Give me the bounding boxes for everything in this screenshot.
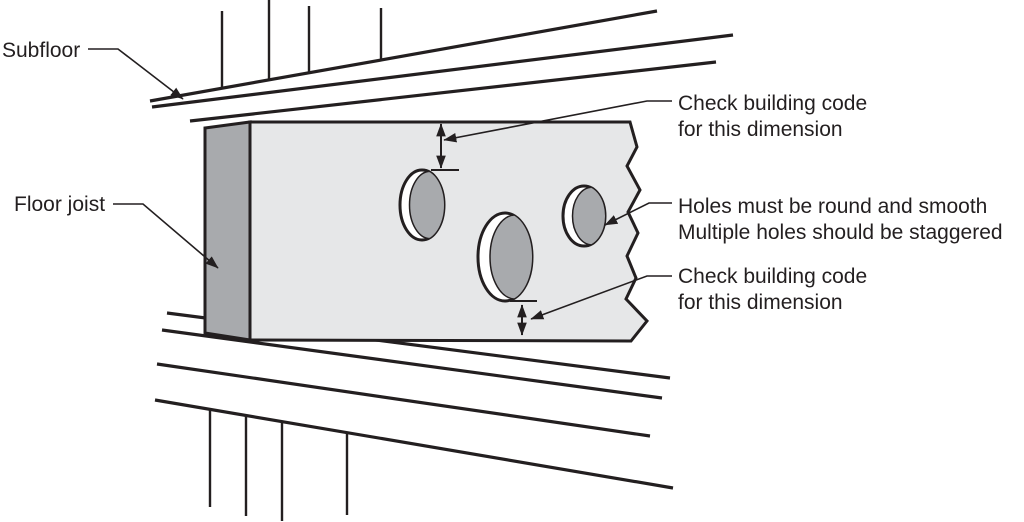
top-dimension-note: Check building code for this dimension	[678, 92, 867, 141]
floor-joist	[203, 120, 649, 343]
top-dimension-leader-arrow	[443, 100, 672, 143]
bottom-dimension-leader-arrow	[530, 275, 672, 320]
joist-front-face	[248, 120, 649, 343]
hole	[398, 168, 446, 242]
lower-board-line	[156, 362, 651, 438]
lower-board-line	[154, 398, 674, 490]
note-line: Check building code	[678, 92, 867, 115]
lower-framing-boards	[154, 311, 674, 521]
holes-note: Holes must be round and smooth Multiple …	[678, 195, 1003, 244]
subfloor-label: Subfloor	[2, 39, 80, 62]
floor-joist-label: Floor joist	[14, 193, 105, 216]
hole	[476, 211, 534, 303]
subfloor-board-line	[189, 60, 717, 123]
subfloor-boards	[149, 0, 734, 123]
top-edge-dimension	[431, 123, 459, 171]
note-line: Check building code	[678, 265, 867, 288]
holes-note-leader-arrow	[604, 202, 672, 226]
note-line: Holes must be round and smooth	[678, 195, 987, 218]
floor-joist-leader-arrow	[113, 203, 219, 269]
subfloor-board-line	[151, 33, 734, 109]
bottom-edge-dimension	[510, 300, 537, 336]
lower-board-line	[161, 328, 663, 400]
subfloor-board-line	[149, 9, 658, 103]
note-line: Multiple holes should be staggered	[678, 221, 1003, 244]
subfloor-leader-arrow	[88, 48, 184, 100]
bottom-dimension-note: Check building code for this dimension	[678, 265, 867, 314]
note-line: for this dimension	[678, 291, 843, 314]
joist-end-grain-face	[203, 120, 252, 342]
joist-holes	[398, 168, 607, 303]
note-line: for this dimension	[678, 118, 843, 141]
hole	[561, 184, 607, 248]
